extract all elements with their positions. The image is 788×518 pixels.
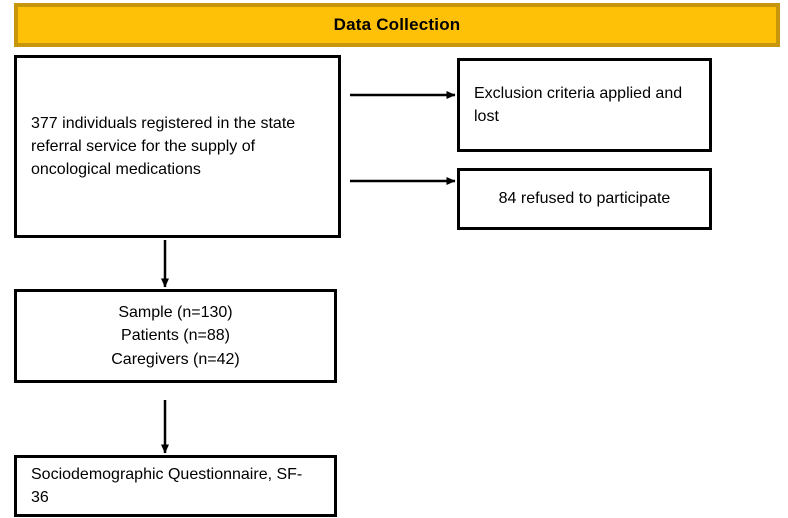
- node-sample-total: Sample (n=130): [118, 304, 233, 322]
- data-collection-header: Data Collection: [14, 3, 780, 47]
- node-refused-participation: 84 refused to participate: [457, 168, 712, 230]
- node-registered-individuals: 377 individuals registered in the state …: [14, 55, 341, 238]
- node-instruments: Sociodemographic Questionnaire, SF-36: [14, 455, 337, 517]
- node-registered-individuals-label: 377 individuals registered in the state …: [31, 114, 296, 179]
- node-exclusion-criteria: Exclusion criteria applied and lost: [457, 58, 712, 152]
- node-sample-composition: Sample (n=130) Patients (n=88) Caregiver…: [14, 289, 337, 383]
- node-sample-caregivers: Caregivers (n=42): [111, 350, 240, 368]
- header-title: Data Collection: [333, 15, 461, 34]
- node-refused-participation-label: 84 refused to participate: [498, 190, 671, 208]
- node-exclusion-criteria-label: Exclusion criteria applied and lost: [474, 84, 683, 125]
- node-instruments-label: Sociodemographic Questionnaire, SF-36: [31, 465, 303, 506]
- node-sample-patients: Patients (n=88): [121, 327, 230, 345]
